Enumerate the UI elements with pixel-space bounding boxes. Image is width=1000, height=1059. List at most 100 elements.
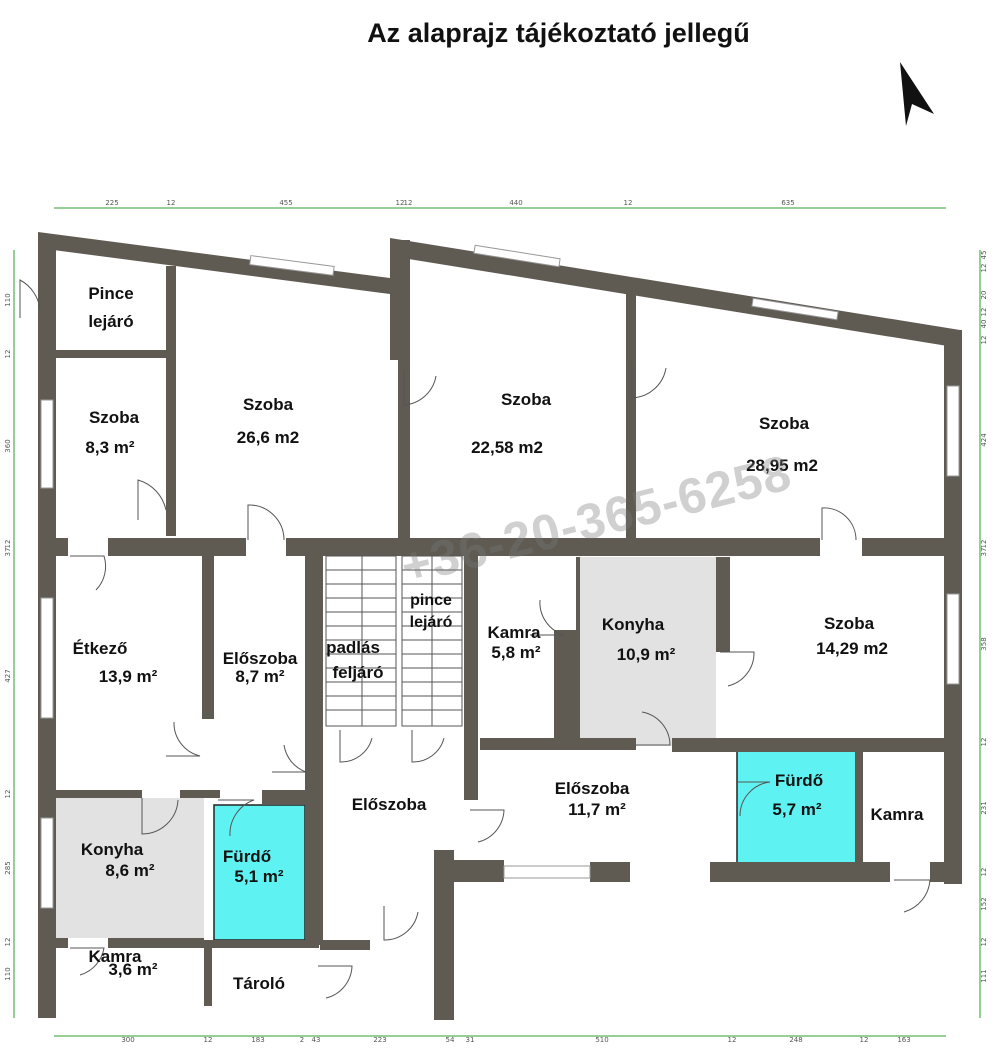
dim-right-13: 12	[980, 868, 988, 877]
dim-top-2: 12	[167, 199, 176, 207]
dim-right-14: 152	[980, 897, 988, 910]
door-15	[470, 809, 505, 843]
window-8	[946, 593, 960, 685]
wall-v-7	[554, 630, 576, 750]
dim-top-8: 635	[781, 199, 794, 207]
dim-top-6: 440	[509, 199, 522, 207]
dim-left-6: 427	[4, 669, 12, 682]
room-kamra-3-area: 3,6 m²	[108, 960, 157, 979]
dim-top-7: 12	[624, 199, 633, 207]
room-furdo-1-name: Fürdő	[775, 771, 823, 790]
staircase-pince	[401, 555, 463, 727]
room-etkezo-area: 13,9 m²	[99, 667, 158, 686]
north-arrow-icon	[900, 62, 934, 126]
dim-bottom-10: 12	[728, 1036, 737, 1044]
dimension-labels: 225 12 455 12 12 440 12 635 300 12 183 2…	[4, 199, 988, 1044]
wall-h-5	[862, 538, 962, 556]
wall-h-16	[590, 862, 630, 882]
wall-h-13	[108, 938, 204, 948]
dim-top-4: 12	[396, 199, 405, 207]
door-14	[636, 711, 671, 746]
dim-top-5: 12	[404, 199, 413, 207]
door-6	[821, 507, 857, 541]
wall-h-7	[672, 738, 962, 752]
room-szoba-1-name: Szoba	[89, 408, 140, 427]
door-10	[339, 730, 373, 763]
room-szoba-5-name: Szoba	[824, 614, 875, 633]
wall-h-10	[262, 790, 306, 804]
room-furdo-2-name: Fürdő	[223, 847, 271, 866]
wall-h-8	[56, 790, 142, 798]
door-21	[383, 906, 419, 941]
wall-h-1	[56, 350, 166, 358]
wall-v-10	[434, 850, 454, 1020]
room-pince-lejaro-name2: lejáró	[88, 312, 133, 331]
wall-v-11	[204, 940, 212, 1006]
dim-bottom-5: 43	[312, 1036, 321, 1044]
dim-left-3: 360	[4, 439, 12, 452]
wall-v-1	[166, 266, 176, 536]
windows	[40, 244, 960, 909]
wall-h-17	[710, 862, 890, 882]
door-13	[720, 651, 755, 687]
window-6	[40, 817, 54, 909]
dim-bottom-2: 12	[204, 1036, 213, 1044]
wall-v-12	[576, 557, 580, 747]
wall-h-11	[204, 940, 319, 948]
wall-h-18	[930, 862, 962, 882]
window-1	[249, 255, 335, 276]
wall-h-4	[286, 538, 820, 556]
room-eloszoba-1-name: Előszoba	[223, 649, 298, 668]
wall-v-4	[202, 555, 214, 719]
room-pince-lejaro-name: Pince	[88, 284, 133, 303]
dim-left-9: 12	[4, 938, 12, 947]
room-kamra-2-name: Kamra	[871, 805, 924, 824]
room-szoba-3-area: 22,58 m2	[471, 438, 543, 457]
wall-top-right	[390, 238, 960, 348]
door-20	[318, 965, 353, 999]
door-18	[218, 799, 255, 837]
dim-left-5: 37	[4, 548, 12, 557]
room-kamra-1-name: Kamra	[488, 623, 541, 642]
dim-bottom-13: 163	[897, 1036, 910, 1044]
wall-top-left	[38, 232, 390, 294]
kitchen-floor-2	[56, 798, 204, 938]
room-szoba-2-name: Szoba	[243, 395, 294, 414]
wall-v-3	[626, 290, 636, 540]
dim-left-4: 12	[4, 540, 12, 549]
door-11	[411, 730, 445, 763]
window-4	[40, 399, 54, 489]
wall-h-14	[38, 1000, 56, 1018]
door-4	[403, 370, 437, 406]
room-eloszoba-1-area: 8,7 m²	[235, 667, 284, 686]
door-1	[19, 279, 41, 318]
dim-top-3: 455	[279, 199, 292, 207]
room-padlas-name2: feljáró	[332, 663, 383, 682]
room-labels: Pince lejáró Szoba 8,3 m² Szoba 26,6 m2 …	[73, 284, 924, 993]
room-furdo-2-area: 5,1 m²	[234, 867, 283, 886]
room-pince-lejaro-stairs-name2: lejáró	[410, 614, 453, 631]
door-5	[631, 362, 667, 399]
dim-right-7: 424	[980, 433, 988, 447]
room-konyha-1-area: 10,9 m²	[617, 645, 676, 664]
dim-right-2: 12	[980, 264, 988, 273]
room-szoba-4-area: 28,95 m2	[746, 456, 818, 475]
dim-right-1: 45	[980, 251, 988, 260]
door-19	[70, 947, 105, 976]
wall-v-9	[855, 750, 863, 865]
window-3	[751, 297, 839, 321]
wall-h-15	[434, 860, 504, 882]
room-eloszoba-3-area: 11,7 m²	[568, 800, 626, 819]
dim-left-7: 12	[4, 790, 12, 799]
room-tarolo-name: Tároló	[233, 974, 285, 993]
window-7	[946, 385, 960, 477]
room-padlas-name: padlás	[326, 638, 380, 657]
wall-h-19	[320, 940, 370, 950]
door-2	[137, 479, 167, 520]
room-konyha-1-name: Konyha	[602, 615, 665, 634]
room-kamra-3-name: Kamra	[89, 947, 142, 966]
wall-h-9	[180, 790, 220, 798]
dim-bottom-7: 54	[446, 1036, 455, 1044]
room-konyha-2-name: Konyha	[81, 840, 144, 859]
